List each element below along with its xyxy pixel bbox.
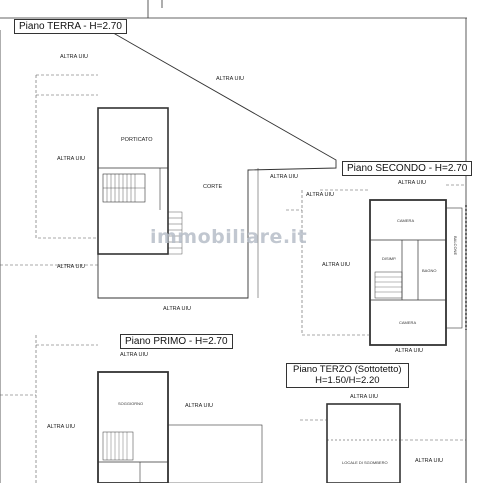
label-porticato: PORTICATO bbox=[121, 137, 153, 143]
label-locale-sgombero: LOCALE DI SGOMBERO bbox=[342, 460, 388, 465]
label-altra-uiu: ALTRA UIU bbox=[395, 348, 424, 354]
label-soggiorno: SOGGIORNO bbox=[118, 401, 144, 406]
label-altra-uiu: ALTRA UIU bbox=[306, 192, 335, 198]
label-altra-uiu: ALTRA UIU bbox=[270, 174, 299, 180]
label-balcone: BALCONE bbox=[453, 236, 458, 256]
label-altra-uiu: ALTRA UIU bbox=[322, 262, 351, 268]
label-altra-uiu: ALTRA UIU bbox=[163, 306, 192, 312]
piano-secondo-plan bbox=[286, 184, 467, 346]
label-altra-uiu: ALTRA UIU bbox=[350, 394, 379, 400]
piano-primo-plan bbox=[0, 335, 263, 483]
label-altra-uiu: ALTRA UIU bbox=[185, 403, 214, 409]
label-altra-uiu: ALTRA UIU bbox=[57, 156, 86, 162]
piano-terzo-plan bbox=[300, 380, 467, 483]
label-altra-uiu: ALTRA UIU bbox=[216, 76, 245, 82]
label-altra-uiu: ALTRA UIU bbox=[120, 352, 149, 358]
label-camera-bottom: CAMERA bbox=[399, 320, 417, 325]
title-piano-primo: Piano PRIMO - H=2.70 bbox=[120, 334, 233, 349]
label-altra-uiu: ALTRA UIU bbox=[398, 180, 427, 186]
title-piano-secondo: Piano SECONDO - H=2.70 bbox=[342, 161, 473, 176]
title-piano-terzo-line1: Piano TERZO (Sottotetto) bbox=[293, 364, 402, 375]
label-corte: CORTE bbox=[203, 184, 223, 190]
label-camera-top: CAMERA bbox=[397, 218, 415, 223]
title-piano-terzo-line2: H=1.50/H=2.20 bbox=[315, 374, 380, 386]
label-altra-uiu: ALTRA UIU bbox=[57, 264, 86, 270]
title-piano-terzo: Piano TERZO (Sottotetto) H=1.50/H=2.20 bbox=[286, 363, 409, 388]
piano-terra-plan bbox=[0, 29, 337, 299]
label-bagno: BAGNO bbox=[422, 268, 437, 273]
watermark: immobiliare.it bbox=[150, 226, 308, 248]
label-altra-uiu: ALTRA UIU bbox=[415, 458, 444, 464]
label-altra-uiu: ALTRA UIU bbox=[60, 54, 89, 60]
title-piano-terra: Piano TERRA - H=2.70 bbox=[14, 19, 127, 34]
label-altra-uiu: ALTRA UIU bbox=[47, 424, 76, 430]
label-disimpegno: DISIMP. bbox=[382, 256, 397, 261]
